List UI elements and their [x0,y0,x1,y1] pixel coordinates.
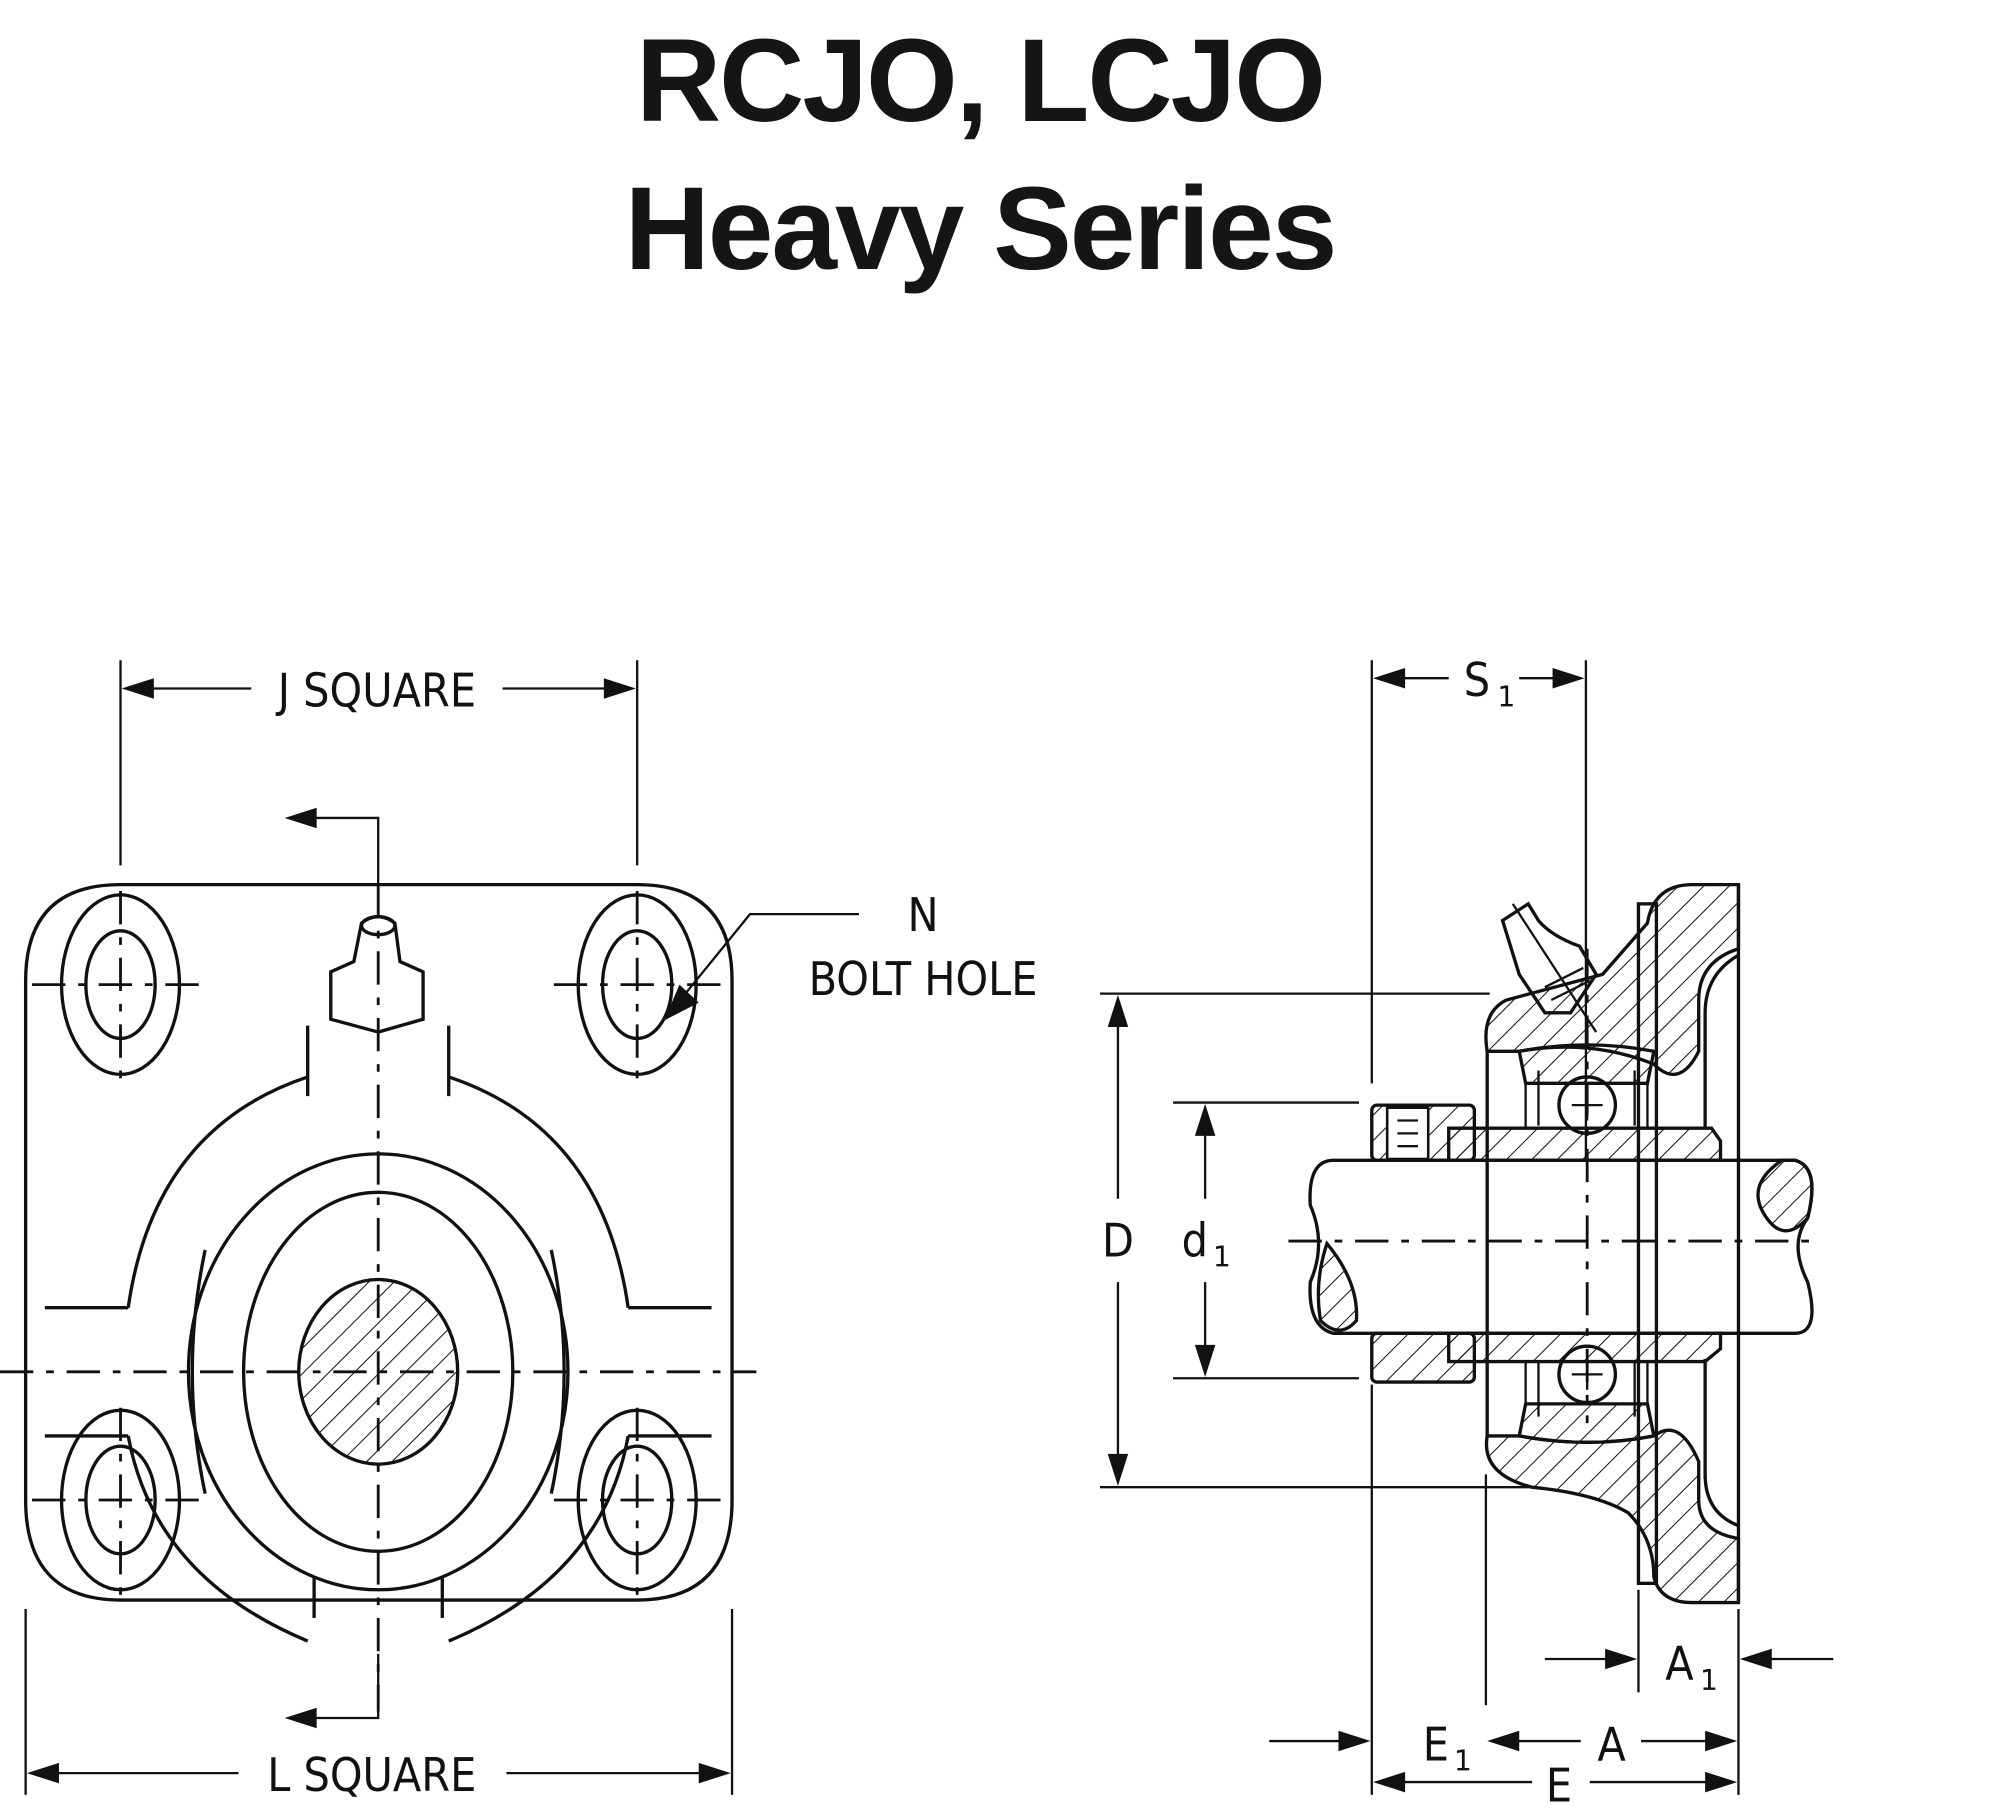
d1-subscript: 1 [1213,1241,1231,1274]
flange-outline [23,882,734,1602]
bolt-hole-letter: N [908,888,939,942]
d-dimension: D [1100,992,1533,1489]
side-view: S 1 D d 1 [1100,653,1834,1809]
arrow-up-icon [1194,1103,1216,1136]
e-dimension: E [1373,1758,1738,1809]
s1-label: S [1464,653,1490,707]
d1-label: d [1182,1213,1208,1267]
arrow-left-icon [1373,1771,1406,1793]
arrow-right-icon [603,678,636,699]
housing-bottom [1484,1428,1741,1605]
housing-top [1484,882,1741,1076]
a1-label: A [1665,1637,1694,1691]
d-label: D [1102,1213,1134,1267]
arrow-right-icon [1705,1771,1738,1793]
arrow-right-icon [1552,667,1585,689]
e-label: E [1546,1758,1572,1809]
bolt-hole-label: BOLT HOLE [809,952,1038,1006]
section-indicator-bottom [284,1653,380,1729]
bolt-hole-bottom-right [553,1407,725,1597]
arrow-left-icon [121,678,154,699]
arrow-up-icon [1107,994,1129,1027]
inner-ring-top [1447,1126,1723,1162]
l-square-label: L SQUARE [267,1748,476,1802]
housing-body [44,915,712,1643]
arrow-left-icon [26,1762,59,1784]
arrow-right-icon [1338,1730,1371,1752]
grease-fitting-side [1500,901,1599,1033]
a1-dimension: A 1 [1544,1589,1834,1795]
section-indicator-top [284,807,380,904]
bolt-hole-callout: N BOLT HOLE [664,888,1038,1021]
j-square-label: J SQUARE [275,663,476,717]
title-line-1: RCJO, LCJO [635,15,1326,147]
arrow-right-icon [698,1762,731,1784]
set-screw [1385,1106,1430,1161]
arrow-left-icon [1373,667,1406,689]
bolt-hole-top-right [553,891,725,1084]
arrow-right-icon [1705,1730,1738,1752]
section-arrow-icon [284,807,317,829]
a1-subscript: 1 [1700,1664,1718,1697]
bolt-hole-top-left [32,891,206,1084]
l-square-dimension: L SQUARE [24,1608,734,1802]
j-square-dimension: J SQUARE [119,660,639,866]
front-view: J SQUARE [0,660,1038,1802]
callout-arrow-icon [664,984,699,1021]
shaft [1288,1158,1821,1336]
s1-subscript: 1 [1497,680,1515,713]
arrow-down-icon [1194,1344,1216,1377]
arrow-left-icon [1739,1648,1772,1670]
s1-dimension: S 1 [1370,653,1588,1161]
d1-dimension: d 1 [1173,1101,1359,1380]
arrow-down-icon [1107,1453,1129,1486]
arrow-right-icon [1605,1648,1638,1670]
bolt-hole-bottom-left [32,1407,206,1597]
a-label: A [1597,1717,1626,1771]
title-line-2: Heavy Series [624,163,1338,295]
e1-label: E [1423,1717,1449,1771]
e1-a-dimension: E 1 A [1269,1384,1738,1795]
section-arrow-icon [284,1707,317,1729]
arrow-left-icon [1487,1730,1520,1752]
e1-subscript: 1 [1454,1745,1472,1778]
